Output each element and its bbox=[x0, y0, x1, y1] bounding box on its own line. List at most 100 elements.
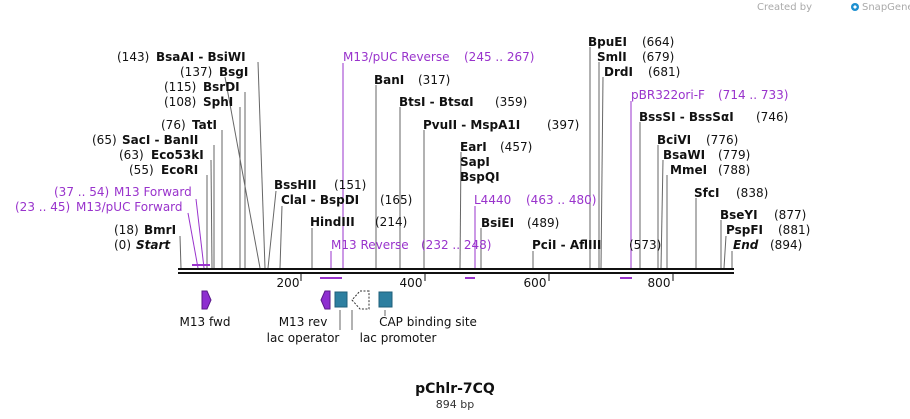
site-num: (359) bbox=[495, 95, 527, 109]
plasmid-length: 894 bp bbox=[436, 398, 474, 411]
site-name[interactable]: SphI bbox=[203, 95, 233, 109]
site-num: (881) bbox=[778, 223, 810, 237]
site-num: (573) bbox=[629, 238, 661, 252]
site-num: (664) bbox=[642, 35, 674, 49]
watermark-product: SnapGene bbox=[862, 2, 910, 13]
primer-range: (245 .. 267) bbox=[464, 50, 534, 64]
primer-labels: M13/pUC Reverse (245 .. 267) pBR322ori-F… bbox=[15, 50, 788, 252]
ruler-tick-200: 200 bbox=[277, 276, 300, 290]
site-labels: (143) BsaAI - BsiWI (137) BsgI (115) Bsr… bbox=[92, 35, 810, 252]
site-name[interactable]: BpuEI bbox=[588, 35, 627, 49]
site-name[interactable]: PvuII - MspA1I bbox=[423, 118, 520, 132]
site-name[interactable]: DrdI bbox=[604, 65, 633, 79]
lac-operator-label: lac operator bbox=[267, 331, 340, 345]
feature-lac-promoter[interactable] bbox=[351, 290, 370, 310]
site-name[interactable]: BssSI - BssSαI bbox=[639, 110, 734, 124]
lac-promoter-arrow-icon bbox=[351, 290, 370, 310]
site-num: (776) bbox=[706, 133, 738, 147]
site-num: (779) bbox=[718, 148, 750, 162]
site-num: (214) bbox=[375, 215, 407, 229]
site-connector-lines bbox=[179, 47, 733, 269]
site-name[interactable]: BtsI - BtsαI bbox=[399, 95, 474, 109]
site-name[interactable]: SmlI bbox=[597, 50, 627, 64]
m13-rev-label: M13 rev bbox=[279, 315, 328, 329]
site-name[interactable]: TatI bbox=[192, 118, 217, 132]
primer-name[interactable]: M13 Reverse bbox=[331, 238, 409, 252]
site-name[interactable]: SacI - BanII bbox=[122, 133, 198, 147]
lac-operator-box-icon bbox=[334, 291, 348, 308]
site-name[interactable]: BsiEI bbox=[481, 216, 514, 230]
ruler-tick-800: 800 bbox=[648, 276, 671, 290]
site-num: (788) bbox=[718, 163, 750, 177]
backbone bbox=[178, 268, 734, 274]
ruler-tick-400: 400 bbox=[400, 276, 423, 290]
primer-name[interactable]: M13/pUC Reverse bbox=[343, 50, 450, 64]
site-num: (457) bbox=[500, 140, 532, 154]
snapgene-logo-icon bbox=[851, 3, 859, 11]
site-name[interactable]: BseYI bbox=[720, 208, 758, 222]
feature-m13-rev[interactable] bbox=[320, 290, 331, 310]
site-num: (894) bbox=[770, 238, 802, 252]
watermark-created-by: Created by bbox=[757, 2, 812, 13]
site-name[interactable]: Eco53kI bbox=[151, 148, 204, 162]
site-num: (681) bbox=[648, 65, 680, 79]
site-num: (746) bbox=[756, 110, 788, 124]
cap-binding-site-label: CAP binding site bbox=[379, 315, 477, 329]
site-num: (151) bbox=[334, 178, 366, 192]
cap-binding-box-icon bbox=[378, 291, 393, 308]
site-num: (838) bbox=[736, 186, 768, 200]
m13-fwd-label: M13 fwd bbox=[180, 315, 231, 329]
primer-name[interactable]: M13/pUC Forward bbox=[76, 200, 183, 214]
site-num: (55) bbox=[129, 163, 154, 177]
site-num: (137) bbox=[180, 65, 212, 79]
site-name: Start bbox=[136, 238, 171, 252]
site-name[interactable]: BspQI bbox=[460, 170, 500, 184]
site-num: (877) bbox=[774, 208, 806, 222]
ruler-tick-600: 600 bbox=[524, 276, 547, 290]
site-name[interactable]: BsaAI - BsiWI bbox=[156, 50, 246, 64]
site-name[interactable]: PspFI bbox=[726, 223, 763, 237]
site-num: (18) bbox=[114, 223, 139, 237]
primer-name[interactable]: pBR322ori-F bbox=[631, 88, 705, 102]
site-name[interactable]: BciVI bbox=[657, 133, 691, 147]
feature-cap-binding-site[interactable] bbox=[378, 291, 393, 308]
primer-name[interactable]: M13 Forward bbox=[114, 185, 192, 199]
site-name[interactable]: BsaWI bbox=[663, 148, 705, 162]
feature-m13-fwd[interactable] bbox=[201, 290, 212, 310]
site-name[interactable]: PciI - AflIII bbox=[532, 238, 601, 252]
feature-lac-operator[interactable] bbox=[334, 291, 348, 308]
primer-range: (463 .. 480) bbox=[526, 193, 596, 207]
m13-fwd-arrow-icon bbox=[201, 290, 212, 310]
site-num: (63) bbox=[119, 148, 144, 162]
site-name[interactable]: BsgI bbox=[219, 65, 248, 79]
site-name[interactable]: BssHII bbox=[274, 178, 316, 192]
site-name[interactable]: HindIII bbox=[310, 215, 355, 229]
site-num: (397) bbox=[547, 118, 579, 132]
site-name[interactable]: EarI bbox=[460, 140, 487, 154]
primer-connector-lines bbox=[187, 63, 632, 269]
primer-name[interactable]: L4440 bbox=[474, 193, 511, 207]
site-name[interactable]: SapI bbox=[460, 155, 490, 169]
feature-label-lines bbox=[339, 310, 386, 330]
site-num: (65) bbox=[92, 133, 117, 147]
site-name: End bbox=[733, 238, 759, 252]
lac-promoter-label: lac promoter bbox=[360, 331, 437, 345]
site-name[interactable]: BsrDI bbox=[203, 80, 240, 94]
plasmid-title: pChlr-7CQ bbox=[415, 381, 495, 397]
site-name[interactable]: ClaI - BspDI bbox=[281, 193, 359, 207]
site-name[interactable]: EcoRI bbox=[161, 163, 198, 177]
m13-rev-arrow-icon bbox=[320, 290, 331, 310]
site-num: (76) bbox=[161, 118, 186, 132]
site-name[interactable]: MmeI bbox=[670, 163, 707, 177]
site-num: (165) bbox=[380, 193, 412, 207]
site-num: (679) bbox=[642, 50, 674, 64]
primer-range: (37 .. 54) bbox=[54, 185, 109, 199]
site-name[interactable]: BanI bbox=[374, 73, 404, 87]
site-name[interactable]: BmrI bbox=[144, 223, 176, 237]
ruler: 200 400 600 800 bbox=[277, 274, 674, 290]
site-num: (317) bbox=[418, 73, 450, 87]
site-num: (115) bbox=[164, 80, 196, 94]
site-name[interactable]: SfcI bbox=[694, 186, 719, 200]
primer-binding-marks bbox=[192, 264, 632, 279]
